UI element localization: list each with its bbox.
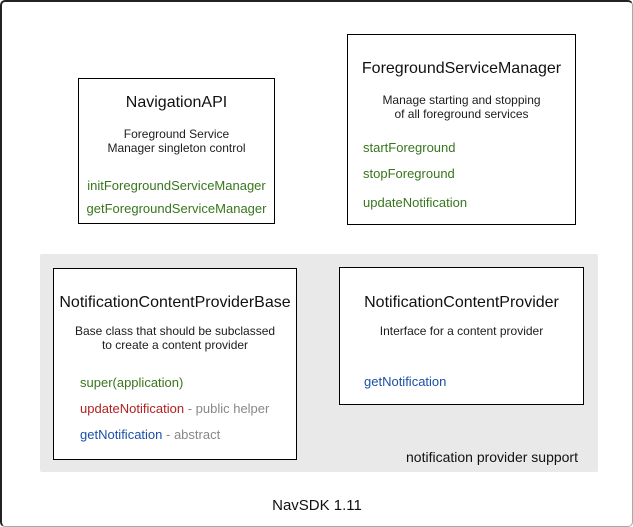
method-name: updateNotification: [80, 401, 185, 416]
description-line: Interface for a content provider: [379, 324, 544, 338]
method-annotation: - abstract: [162, 427, 221, 442]
method-super-application: super(application): [80, 376, 296, 389]
method-get-notification: getNotification: [364, 374, 447, 389]
method-stop-foreground: stopForeground: [363, 166, 455, 181]
description-line: Manager singleton control: [107, 141, 246, 155]
method-get-notification: getNotification - abstract: [80, 428, 296, 441]
method-annotation: - public helper: [184, 401, 270, 416]
description-line: to create a content provider: [101, 338, 249, 352]
method-init-foreground-service-manager: initForegroundServiceManager: [87, 178, 266, 193]
class-box-navigation-api: NavigationAPI Foreground Service Manager…: [78, 78, 275, 224]
class-description: Foreground Service Manager singleton con…: [79, 127, 274, 155]
description-line: Manage starting and stopping: [382, 93, 541, 107]
description-line: of all foreground services: [394, 107, 529, 121]
class-box-notification-content-provider: NotificationContentProvider Interface fo…: [339, 267, 584, 405]
panel-caption: notification provider support: [406, 449, 578, 465]
description-line: Foreground Service: [123, 127, 230, 141]
class-description: Interface for a content provider: [340, 324, 583, 338]
class-title: NotificationContentProviderBase: [59, 294, 291, 311]
diagram-title: NavSDK 1.11: [272, 497, 362, 514]
method-update-notification: updateNotification - public helper: [80, 402, 296, 415]
method-get-foreground-service-manager: getForegroundServiceManager: [86, 201, 267, 216]
description-line: Base class that should be subclassed: [74, 324, 276, 338]
method-start-foreground: startForeground: [363, 140, 456, 155]
method-name: getNotification: [80, 427, 163, 442]
class-box-notification-content-provider-base: NotificationContentProviderBase Base cla…: [53, 268, 297, 460]
class-title: NavigationAPI: [125, 94, 228, 111]
class-description: Manage starting and stopping of all fore…: [348, 93, 575, 121]
method-update-notification: updateNotification: [363, 195, 468, 210]
class-description: Base class that should be subclassed to …: [54, 324, 296, 352]
class-box-foreground-service-manager: ForegroundServiceManager Manage starting…: [347, 34, 576, 225]
class-title: NotificationContentProvider: [364, 294, 559, 311]
class-title: ForegroundServiceManager: [361, 60, 562, 77]
method-name: super(application): [80, 375, 184, 390]
